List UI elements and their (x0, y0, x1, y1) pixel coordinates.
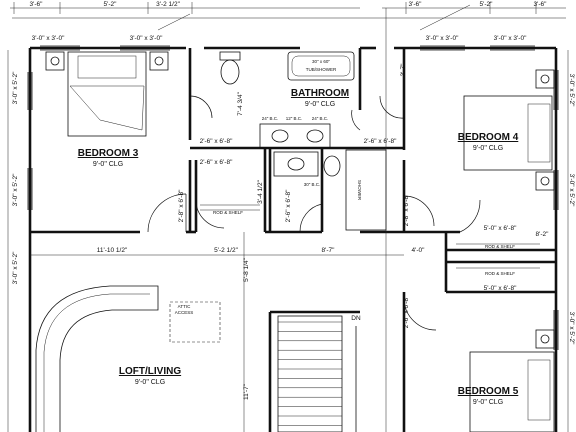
attic-access (169, 301, 221, 343)
tub-size-label: 30" x 60" (312, 59, 330, 64)
side-dimensions: 3'-0" x 5'-2" 3'-0" x 5'-2" 3'-0" x 5'-2… (7, 50, 575, 432)
toilet-1 (220, 59, 240, 85)
dim-door-c: 2'-6" x 6'-8" (364, 138, 397, 145)
dim-3-4: 3'-4 1/2" (257, 179, 264, 203)
room-bedroom4-name: BEDROOM 4 (458, 132, 519, 143)
rod-shelf-label-1: ROD & SHELF (213, 210, 243, 215)
dim-win-3: 3'-0" x 3'-0" (426, 35, 459, 42)
dim-11-10: 11'-10 1/2" (97, 247, 128, 254)
room-bedroom5-name: BEDROOM 5 (458, 386, 519, 397)
bc-right-label: 24" B.C. (312, 116, 329, 121)
sectional-sofa (35, 285, 159, 432)
furniture: ATTIC ACCESS (35, 51, 555, 432)
dim-win-1: 3'-0" x 3'-0" (32, 35, 65, 42)
dim-5-2: 5'-2 1/2" (214, 247, 238, 254)
dim-right-2: 3'-0" x 5'-2" (568, 174, 575, 207)
interior-dimensions: 7'-4 3/4" 3'-7" 2'-6" x 6'-8" 2'-6" x 6'… (30, 30, 549, 432)
dim-win-4: 3'-0" x 3'-0" (494, 35, 527, 42)
dim-left-1: 3'-0" x 5'-2" (12, 71, 19, 104)
dim-left-3: 3'-0" x 5'-2" (12, 251, 19, 284)
closet-shelves: ROD & SHELF ROD & SHELF ROD & SHELF (200, 204, 540, 276)
stairs-dn-label: DN (351, 315, 361, 322)
toilet-2 (323, 155, 341, 177)
dim-top-d: 3'-6" (409, 1, 423, 8)
bc-mid-label: 12" B.C. (286, 116, 303, 121)
rod-shelf-label-2: ROD & SHELF (485, 244, 515, 249)
dim-5-8: 5'-8 1/4" (243, 257, 250, 281)
nightstand-b3-right (149, 51, 169, 71)
tub-label: TUB/SHOWER (306, 67, 337, 72)
room-bedroom3-clg: 9'-0" CLG (93, 161, 123, 168)
top-dimensions: 3'-6" 5'-2" 3'-2 1/2" 3'-6" 5'-2" 3'-6" … (10, 1, 566, 42)
room-labels: BEDROOM 3 9'-0" CLG BATHROOM 9'-0" CLG B… (78, 88, 519, 406)
dim-door-g: 2'-6" x 6'-8" (403, 295, 410, 328)
exterior-walls (27, 45, 559, 432)
room-bedroom5-clg: 9'-0" CLG (473, 399, 503, 406)
dim-left-2: 3'-0" x 5'-2" (12, 173, 19, 206)
interior-walls (30, 48, 556, 432)
dim-8-2: 8'-2" (536, 231, 550, 238)
stairs (277, 315, 357, 432)
dim-top-c: 3'-2 1/2" (156, 1, 180, 8)
nightstand-b4-bottom (535, 171, 555, 191)
stair-frame (277, 315, 343, 432)
dim-door-f: 2'-8" x 6'-8" (403, 193, 410, 226)
attic-label-2: ACCESS (175, 310, 194, 315)
dim-right-3: 3'-0" x 5'-2" (568, 312, 575, 345)
bed-bedroom4 (463, 95, 553, 171)
shower (345, 149, 387, 231)
dim-3-7: 3'-7" (400, 63, 407, 77)
dim-win-2: 3'-0" x 3'-0" (130, 35, 163, 42)
rod-shelf-label-3: ROD & SHELF (485, 271, 515, 276)
dim-8-7: 8'-7" (322, 247, 336, 254)
dim-door-a: 2'-6" x 6'-8" (200, 138, 233, 145)
nightstand-b5 (535, 329, 555, 349)
bed-bedroom3 (67, 51, 147, 137)
dim-top-e: 5'-2" (480, 1, 494, 8)
dim-top-b: 5'-2" (104, 1, 118, 8)
bc-left-label: 24" B.C. (262, 116, 279, 121)
dim-door-d: 2'-8" x 6'-8" (178, 189, 185, 222)
dim-right-1: 3'-0" x 5'-2" (568, 74, 575, 107)
attic-label-1: ATTIC (178, 304, 191, 309)
room-bathroom-name: BATHROOM (291, 88, 349, 99)
vanity-2 (273, 151, 319, 177)
room-bedroom3-name: BEDROOM 3 (78, 148, 139, 159)
nightstand-b3-left (45, 51, 65, 71)
dim-door-e: 2'-6" x 6'-8" (285, 189, 292, 222)
room-loft-clg: 9'-0" CLG (135, 379, 165, 386)
bc-30-label: 30" B.C. (304, 182, 321, 187)
shower-label: SHOWER (357, 180, 362, 201)
dim-7-4: 7'-4 3/4" (237, 91, 244, 115)
dim-11-7: 11'-7" (243, 383, 250, 400)
dim-5-0b: 5'-0" x 6'-8" (484, 285, 517, 292)
doors (147, 95, 481, 331)
nightstand-b4-top (535, 69, 555, 89)
dim-top-a: 3'-6" (30, 1, 44, 8)
room-loft-name: LOFT/LIVING (119, 366, 181, 377)
room-bathroom-clg: 9'-0" CLG (305, 101, 335, 108)
dim-top-f: 3'-6" (534, 1, 548, 8)
bathtub (287, 51, 355, 81)
bed-bedroom5 (469, 351, 555, 432)
bathroom-fixtures: 30" x 60" TUB/SHOWER 24" B.C. 12" B.C. 2… (219, 51, 387, 231)
dim-door-b: 2'-6" x 6'-8" (200, 159, 233, 166)
room-bedroom4-clg: 9'-0" CLG (473, 145, 503, 152)
dim-5-0a: 5'-0" x 6'-8" (484, 225, 517, 232)
dim-4-0: 4'-0" (412, 247, 426, 254)
sink-counter (259, 123, 331, 149)
